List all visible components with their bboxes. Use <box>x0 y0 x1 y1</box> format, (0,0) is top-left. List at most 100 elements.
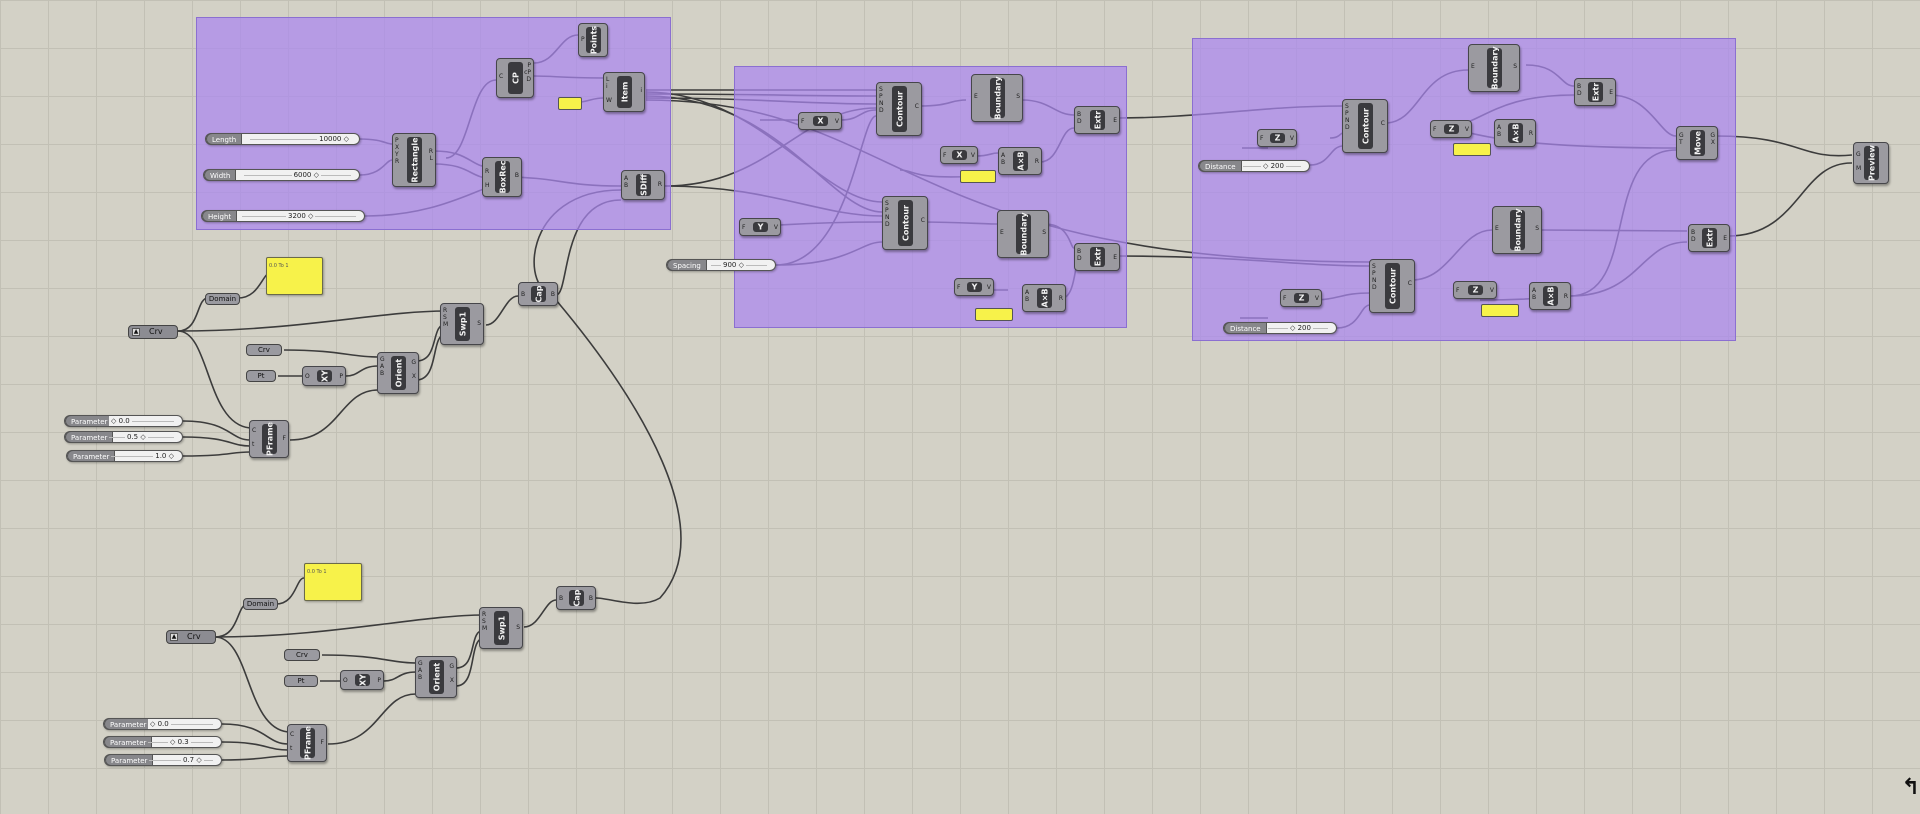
component-label: PFrame <box>303 726 312 760</box>
slider-label: Distance <box>1224 322 1267 334</box>
slider-value: 0.5 ◇ <box>125 432 148 442</box>
component-core: Y <box>753 222 768 232</box>
domain-param-2[interactable]: Domain <box>243 598 278 610</box>
domain-panel-1[interactable]: 0.0 To 1 <box>266 257 323 295</box>
component-label: Z <box>1472 285 1479 295</box>
component-core: Cap <box>569 590 584 607</box>
curve-param-2[interactable]: ▲ Crv <box>166 630 216 644</box>
slider-spacing[interactable]: Spacing 900 ◇ <box>666 259 776 271</box>
slider-parameter-5[interactable]: Parameter ◇ 0.3 <box>103 736 222 748</box>
curve-param-1[interactable]: ▲ Crv <box>128 325 178 339</box>
slider-height[interactable]: Height 3200 ◇ <box>201 210 365 222</box>
component-core: A×B <box>1037 288 1052 308</box>
yellow-swatch[interactable] <box>975 308 1013 321</box>
slider-width[interactable]: Width 6000 ◇ <box>203 169 360 181</box>
slider-parameter-4[interactable]: Parameter ◇ 0.0 <box>103 718 222 730</box>
component-core: Y <box>967 282 982 292</box>
component-core: Extr <box>1090 110 1105 130</box>
slider-value: 1.0 ◇ <box>153 451 176 461</box>
component-label: Extr <box>1093 110 1102 130</box>
domain-param-1[interactable]: Domain <box>205 293 240 305</box>
component-label: Swp1 <box>458 311 467 337</box>
slider-distance-2[interactable]: Distance ◇ 200 <box>1223 322 1337 334</box>
yellow-swatch[interactable] <box>960 170 996 183</box>
slider-value: 0.7 ◇ <box>181 755 204 765</box>
group-contour-xy[interactable] <box>734 66 1127 328</box>
slider-value: 10000 ◇ <box>317 134 351 144</box>
slider-length[interactable]: Length 10000 ◇ <box>205 133 360 145</box>
yellow-swatch[interactable] <box>1481 304 1519 317</box>
pt-param[interactable]: Pt <box>284 675 318 687</box>
slider-parameter-3[interactable]: Parameter 1.0 ◇ <box>66 450 183 462</box>
component-core: Boundary <box>1487 46 1502 90</box>
slider-label: Parameter <box>104 736 153 748</box>
component-label: Orient <box>394 358 403 388</box>
slider-track[interactable] <box>148 724 213 725</box>
crv-param[interactable]: Crv <box>284 649 320 661</box>
panel-text: 0.0 To 1 <box>269 263 289 269</box>
points-component[interactable]: P Points <box>578 23 608 57</box>
slider-track[interactable] <box>111 456 174 457</box>
slider-parameter-1[interactable]: Parameter ◇ 0.0 <box>64 415 183 427</box>
domain-panel-2[interactable]: 0.0 To 1 <box>304 563 362 601</box>
slider-distance-1[interactable]: Distance ◇ 200 <box>1198 160 1310 172</box>
component-label: Orient <box>432 662 441 692</box>
param-label: Crv <box>296 651 308 659</box>
slider-track[interactable] <box>250 139 351 140</box>
yellow-swatch[interactable] <box>558 97 582 110</box>
pt-param[interactable]: Pt <box>246 370 276 382</box>
crv-param[interactable]: Crv <box>246 344 282 356</box>
yellow-swatch[interactable] <box>1453 143 1491 156</box>
slider-label: Parameter <box>105 754 154 766</box>
component-label: Move <box>1693 130 1702 156</box>
slider-value: 6000 ◇ <box>291 170 321 180</box>
param-label: Pt <box>257 372 265 380</box>
slider-track[interactable] <box>109 421 174 422</box>
slider-parameter-2[interactable]: Parameter 0.5 ◇ <box>64 431 183 443</box>
component-core: Boundary <box>990 76 1005 120</box>
slider-parameter-6[interactable]: Parameter 0.7 ◇ <box>104 754 222 766</box>
component-label: Extr <box>1705 228 1714 248</box>
